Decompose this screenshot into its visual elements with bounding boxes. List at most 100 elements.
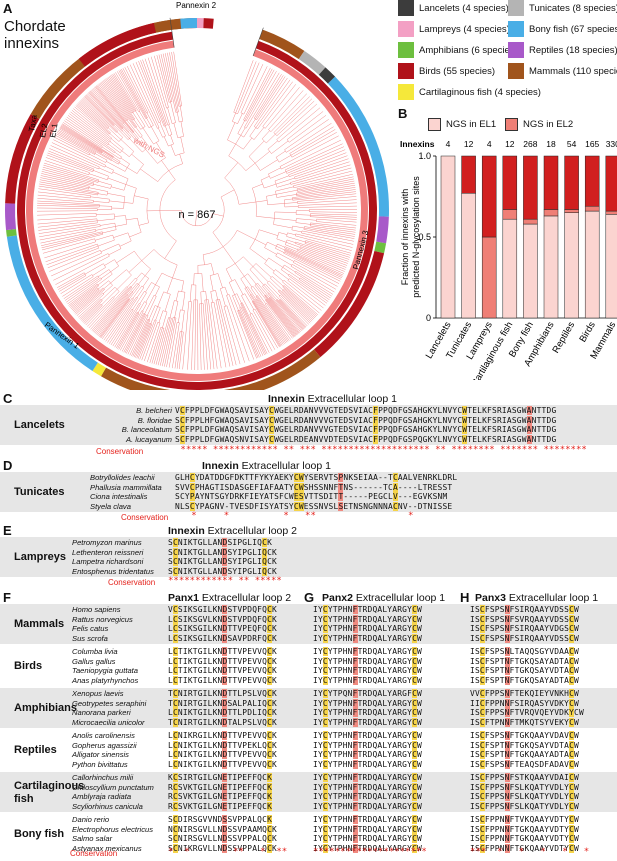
tree-leaf <box>38 188 91 196</box>
tree-arc <box>250 286 254 288</box>
tree-branch <box>180 121 184 137</box>
tree-branch <box>244 288 253 302</box>
tree-leaf <box>268 90 304 130</box>
tree-leaf <box>158 54 171 102</box>
tree-leaf <box>142 59 167 126</box>
tree-arc <box>83 272 87 276</box>
tree-branch <box>98 269 110 277</box>
tree-leaf <box>96 85 135 132</box>
panel-g-title: Panx2 Extracellular loop 1 <box>322 592 446 604</box>
tree-leaf <box>103 298 134 341</box>
tree-leaf <box>80 299 102 320</box>
tree-leaf <box>124 67 148 113</box>
tree-leaf <box>81 300 103 321</box>
tree-leaf <box>283 289 316 319</box>
tree-branch <box>95 153 108 161</box>
tree-leaf <box>98 291 134 337</box>
tree-branch <box>142 127 154 145</box>
tree-leaf <box>310 216 357 220</box>
sequence-row: LCNIKRGILKNDTTVPEVVQCK <box>168 731 277 740</box>
tree-branch <box>174 301 179 318</box>
tree-leaf <box>273 96 310 133</box>
tree-leaf <box>74 288 104 314</box>
bar-el1 <box>543 215 559 319</box>
sequence-row: IYCYTPHNFTRDQALYARGYCW <box>313 647 422 656</box>
group-band <box>0 814 617 854</box>
sequence-row: LCSIKSGVLKNDSTVPDQFQCK <box>168 614 277 624</box>
tree-leaf <box>295 233 353 248</box>
tree-leaf <box>82 98 118 132</box>
tree-leaf <box>78 102 108 129</box>
tree-branch <box>246 287 251 295</box>
sequence-row: IYCYTPHNFTRDQALYARGYCW <box>313 633 422 643</box>
tree-leaf <box>219 299 237 366</box>
tree-leaf <box>282 286 317 318</box>
tree-branch <box>158 310 164 323</box>
bar-el2 <box>543 209 559 217</box>
tree-leaf <box>298 205 357 208</box>
tree-branch <box>277 252 295 262</box>
ring-label-el1: EL1 <box>48 122 59 138</box>
tree-branch <box>167 107 173 124</box>
innexin-count: 330 <box>606 139 617 149</box>
tree-leaf <box>276 103 318 140</box>
species-name: Salmo salar <box>72 834 113 843</box>
tree-leaf <box>51 142 105 168</box>
tree-arc <box>168 143 174 147</box>
tree-leaf <box>70 285 99 308</box>
group-label: Mammals <box>14 618 65 630</box>
tree-leaf <box>72 289 100 312</box>
tree-branch <box>169 300 175 318</box>
tree-branch <box>127 277 136 288</box>
tree-branch <box>97 218 115 222</box>
tree-arc <box>284 149 287 153</box>
tree-leaf <box>49 148 99 170</box>
tree-leaf <box>69 113 110 144</box>
tree-branch <box>97 273 113 286</box>
tree-leaf <box>84 96 114 126</box>
sequence-row: SCFPPLDFGWAQSNVISAYCWGELRDEANVVDTEDSVIAC… <box>175 434 557 444</box>
group-label: Bony fish <box>14 828 65 840</box>
tree-leaf <box>37 218 97 225</box>
tree-leaf <box>121 311 144 352</box>
tree-branch <box>84 263 104 275</box>
sequence-row: IYCYTPHNFTRDQALYARGYCW <box>313 801 422 811</box>
tree-leaf <box>37 200 100 205</box>
tree-leaf <box>97 291 133 336</box>
group-band <box>0 604 617 644</box>
tree-branch <box>275 186 294 192</box>
tree-leaf <box>269 297 300 333</box>
ring-label-taxa: Taxa <box>27 114 39 133</box>
tree-leaf <box>265 299 295 337</box>
tree-arc <box>112 296 115 298</box>
panel-d-label: D <box>3 458 13 473</box>
tree-branch <box>103 282 111 289</box>
tree-leaf <box>262 84 297 127</box>
tree-branch <box>195 209 198 226</box>
tree-leaf <box>56 132 96 154</box>
tree-leaf <box>252 310 276 350</box>
tree-branch <box>281 269 289 275</box>
tree-arc <box>232 293 238 296</box>
tree-branch <box>270 278 284 291</box>
tree-leaf <box>265 294 298 335</box>
tree-branch <box>97 193 108 196</box>
tree-leaf <box>151 327 163 364</box>
tree-branch <box>212 232 224 247</box>
tree-leaf <box>239 309 260 358</box>
tree-leaf <box>62 122 102 148</box>
tree-leaf <box>53 253 109 281</box>
sequence-row: IYCYTPHNFTRDQALYARGYCW <box>313 843 422 853</box>
sequence-row: IYCYTPHNFTRDQALYARGYCW <box>313 815 422 824</box>
tree-arc <box>163 291 171 295</box>
tree-branch <box>284 202 298 204</box>
tree-leaf <box>58 273 86 290</box>
tree-branch <box>240 127 246 136</box>
tree-branch <box>100 243 119 252</box>
sequence-row: ISCFPPNNFTGKQAAYVDTYCW <box>470 843 579 853</box>
tree-branch <box>138 222 149 226</box>
tree-leaf <box>39 183 99 194</box>
tree-branch <box>98 167 113 174</box>
tree-leaf <box>285 249 344 276</box>
